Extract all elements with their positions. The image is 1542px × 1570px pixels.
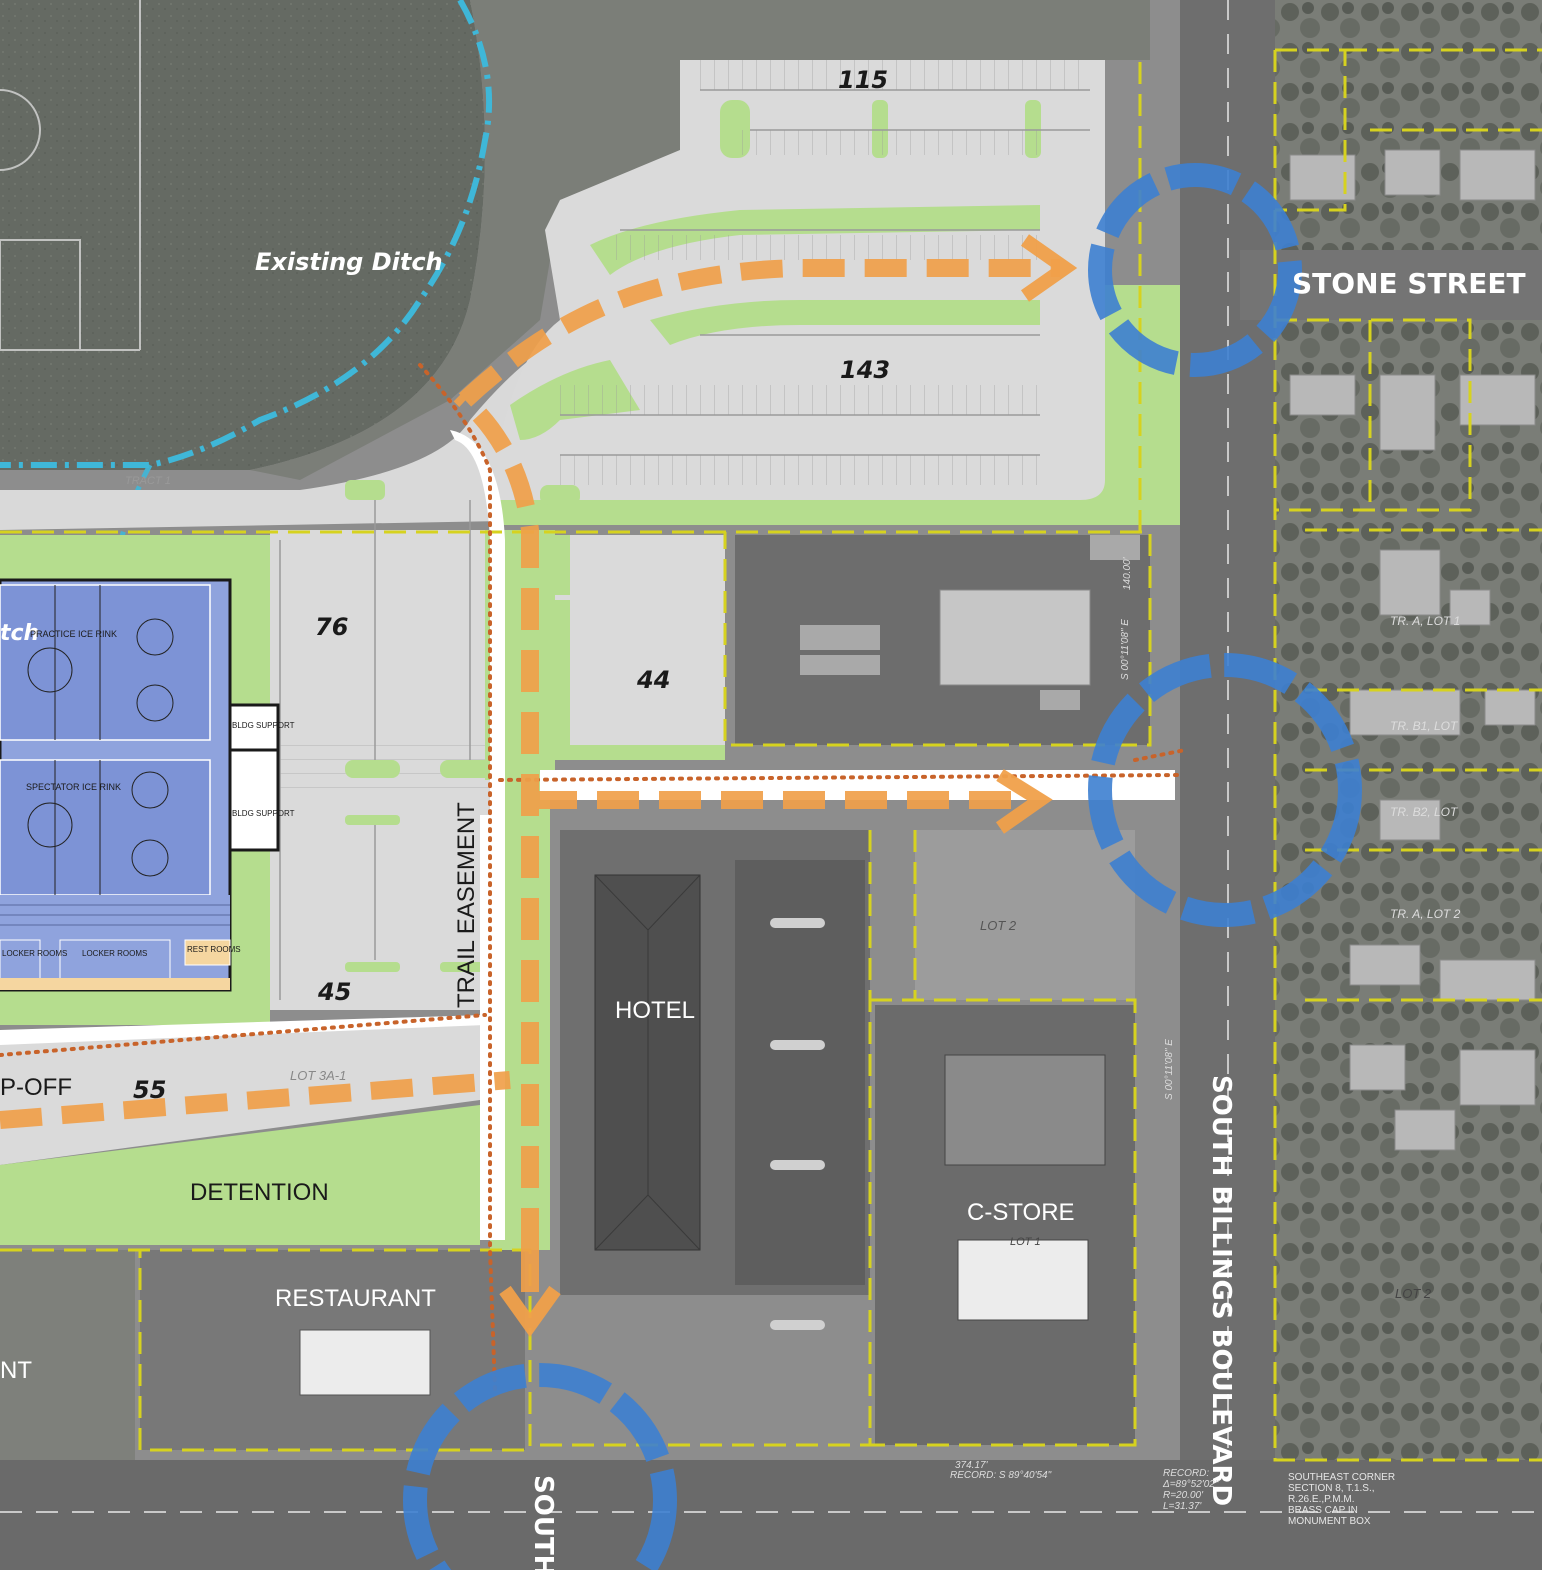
drop-off-label: P-OFF	[0, 1074, 72, 1101]
svg-text:RECORD:: RECORD:	[1163, 1468, 1209, 1479]
lot-2-label: LOT 2	[980, 918, 1017, 933]
mid-boulevard-intersection	[1088, 653, 1362, 927]
spectator-rink-label: SPECTATOR ICE RINK	[26, 782, 121, 792]
parking-count-44: 44	[636, 666, 670, 694]
south-road	[0, 1460, 1542, 1570]
detention-label: DETENTION	[190, 1179, 329, 1206]
ditch-fragment-label: tch	[0, 621, 39, 646]
tr-a-lot1-label: TR. A, LOT 1	[1390, 614, 1460, 628]
trail-easement-label: TRAIL EASEMENT	[453, 802, 480, 1008]
rest-rooms-label: REST ROOMS	[187, 945, 241, 954]
svg-text:R=20.00': R=20.00'	[1163, 1490, 1204, 1501]
parking-count-45: 45	[317, 978, 351, 1006]
south-intersection	[403, 1363, 677, 1570]
parking-count-115: 115	[838, 66, 888, 94]
existing-ditch-label: Existing Ditch	[255, 248, 443, 276]
circulation-arrows	[0, 259, 1060, 1310]
stone-street-label: STONE STREET	[1292, 267, 1526, 300]
left-fragment-label: NT	[0, 1357, 32, 1384]
svg-text:L=31.37': L=31.37'	[1163, 1501, 1202, 1512]
tr-b1-label: TR. B1, LOT	[1390, 719, 1459, 733]
arrow-heads	[499, 234, 1078, 1338]
lot-boundaries	[0, 48, 1542, 1462]
svg-text:SECTION 8, T.1.S.,: SECTION 8, T.1.S.,	[1288, 1483, 1375, 1494]
locker-rooms-label-2: LOCKER ROOMS	[82, 949, 147, 958]
intersection-markers	[403, 163, 1362, 1570]
tr-b2-label: TR. B2, LOT	[1390, 805, 1459, 819]
record-line-1: 374.17'	[955, 1460, 989, 1471]
locker-rooms-label-1: LOCKER ROOMS	[2, 949, 67, 958]
arena-labels: PRACTICE ICE RINK SPECTATOR ICE RINK BLD…	[2, 629, 295, 958]
drop-off-lane	[0, 1015, 480, 1165]
restaurant-building	[299, 1329, 431, 1396]
hotel-label: HOTEL	[615, 997, 695, 1024]
svg-text:BRASS CAP IN: BRASS CAP IN	[1288, 1505, 1358, 1516]
svg-text:SOUTHEAST CORNER: SOUTHEAST CORNER	[1288, 1472, 1395, 1483]
record-line-2: RECORD: S 89°40'54"	[950, 1470, 1052, 1481]
west-lot-islands	[345, 480, 495, 972]
arena-building	[0, 578, 280, 992]
bearing-label-2: S 00°11'08" E	[1164, 1039, 1175, 1100]
bearing-label-1: S 00°11'08" E	[1120, 619, 1131, 680]
lot-2b-label: LOT 2	[1395, 1286, 1432, 1301]
stone-street-intersection	[1088, 163, 1302, 377]
tract1-label: TRACT 1	[125, 475, 171, 487]
sports-field	[0, 0, 485, 470]
tr-a-lot2-label: TR. A, LOT 2	[1390, 907, 1461, 921]
lot-1-label: LOT 1	[1010, 1236, 1041, 1248]
parking-count-143: 143	[840, 356, 890, 384]
svg-text:R.26.E.,P.M.M.: R.26.E.,P.M.M.	[1288, 1494, 1355, 1505]
svg-text:MONUMENT BOX: MONUMENT BOX	[1288, 1516, 1371, 1527]
field-lines	[0, 0, 141, 351]
access-drive	[0, 340, 560, 530]
scrub-area	[250, 0, 1150, 480]
c-store-label: C-STORE	[967, 1199, 1075, 1226]
parking-counts: 115 143 76 44 45 55	[133, 66, 890, 1104]
distance-label: 140.00'	[1122, 556, 1133, 590]
practice-rink-label: PRACTICE ICE RINK	[30, 629, 117, 639]
south-billings-boulevard-label: SOUTH BILLINGS BOULEVARD	[1206, 1075, 1236, 1506]
parking-count-55: 55	[133, 1076, 166, 1104]
corner-monument-note: SOUTHEAST CORNER SECTION 8, T.1.S., R.26…	[1288, 1472, 1395, 1527]
bldg-support-label-2: BLDG SUPPORT	[232, 809, 295, 818]
bldg-support-label-1: BLDG SUPPORT	[232, 721, 295, 730]
detention-pond	[0, 1105, 480, 1245]
restaurant-label: RESTAURANT	[275, 1285, 436, 1312]
trail-path	[0, 363, 1187, 1392]
parking-lot-44	[555, 535, 725, 745]
lot2-vacant	[915, 830, 1135, 1000]
c-store-canopy	[957, 1239, 1089, 1321]
c-store-building	[944, 1054, 1106, 1166]
south-road-label: SOUTH	[528, 1475, 558, 1570]
lot-3a1-label: LOT 3A-1	[290, 1068, 346, 1083]
svg-text:Δ=89°52'02": Δ=89°52'02"	[1162, 1479, 1219, 1490]
curve-data: RECORD: Δ=89°52'02" R=20.00' L=31.37'	[1162, 1468, 1219, 1512]
parking-count-76: 76	[315, 613, 348, 641]
north-lot-islands	[510, 100, 1041, 505]
existing-ditch-line	[0, 0, 493, 468]
